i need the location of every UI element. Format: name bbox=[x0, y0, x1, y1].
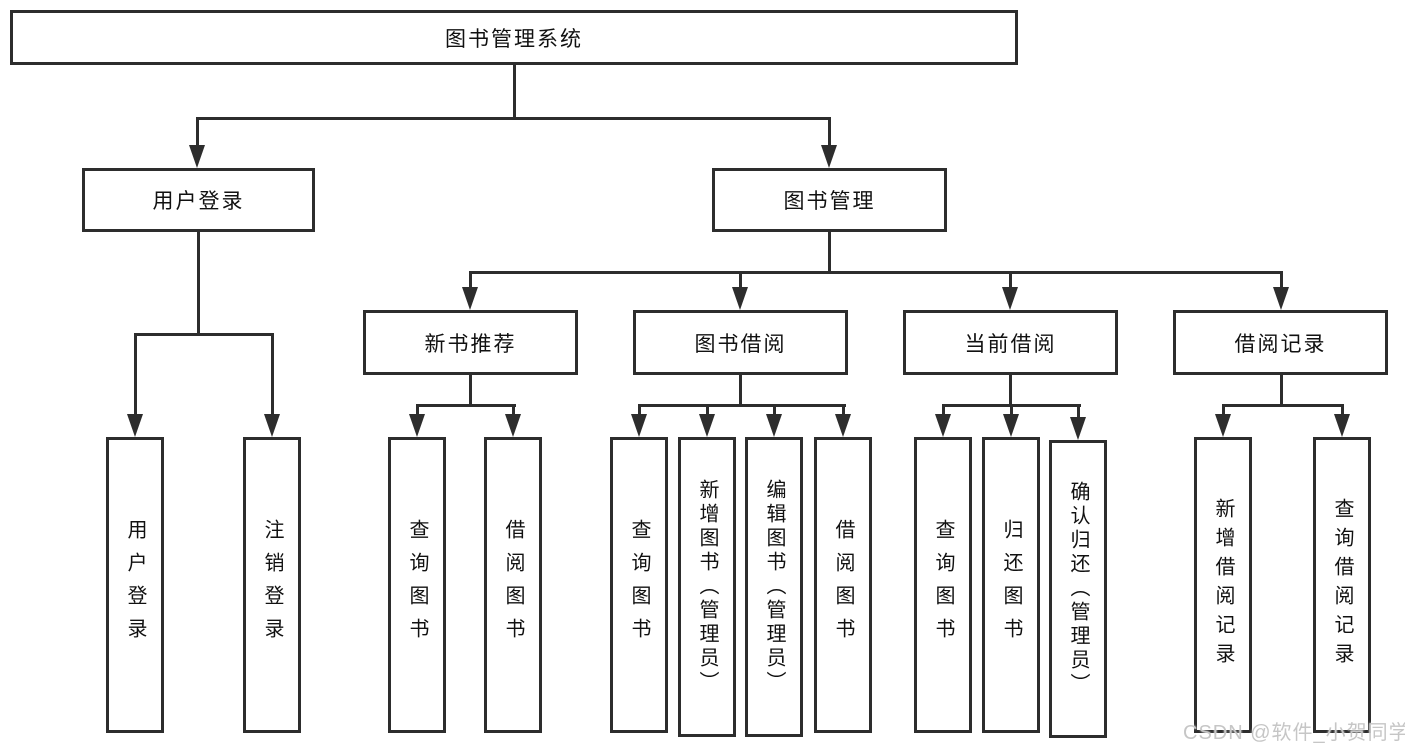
leaf-user-login: 用户登录 bbox=[106, 437, 164, 733]
arrow-down-icon bbox=[189, 145, 205, 168]
arrow-down-icon bbox=[821, 145, 837, 168]
csdn-watermark: CSDN @软件_小贺同学 bbox=[1183, 722, 1405, 744]
leaf-query-book: 查询图书 bbox=[610, 437, 668, 733]
arrow-down-icon bbox=[732, 287, 748, 310]
arrow-down-icon bbox=[1070, 417, 1086, 440]
connector-line bbox=[1280, 375, 1283, 407]
arrow-down-icon bbox=[1334, 414, 1350, 437]
node-borrow-record: 借阅记录 bbox=[1173, 310, 1388, 375]
arrow-down-icon bbox=[264, 414, 280, 437]
connector-line bbox=[773, 404, 776, 416]
arrow-down-icon bbox=[1003, 414, 1019, 437]
connector-line bbox=[416, 404, 516, 407]
leaf-query-book: 查询图书 bbox=[388, 437, 446, 733]
connector-line bbox=[513, 65, 516, 118]
arrow-down-icon bbox=[127, 414, 143, 437]
root-node-library-system: 图书管理系统 bbox=[10, 10, 1018, 65]
arrow-down-icon bbox=[835, 414, 851, 437]
connector-line bbox=[1077, 404, 1080, 418]
node-label: 图书管理 bbox=[783, 190, 876, 213]
connector-line bbox=[1009, 271, 1012, 289]
connector-line bbox=[271, 333, 274, 416]
connector-line bbox=[1222, 404, 1225, 416]
arrow-down-icon bbox=[409, 414, 425, 437]
node-new-book-recommend: 新书推荐 bbox=[363, 310, 578, 375]
leaf-borrow-book: 借阅图书 bbox=[814, 437, 872, 733]
leaf-query-borrow-record: 查询借阅记录 bbox=[1313, 437, 1371, 733]
connector-line bbox=[706, 404, 709, 416]
leaf-add-borrow-record: 新增借阅记录 bbox=[1194, 437, 1252, 733]
node-label: 借阅记录 bbox=[1234, 332, 1327, 356]
leaf-add-book-admin: 新增图书（管理员） bbox=[678, 437, 736, 737]
node-label: 当前借阅 bbox=[964, 332, 1057, 356]
leaf-borrow-book: 借阅图书 bbox=[484, 437, 542, 733]
connector-line bbox=[134, 333, 137, 416]
arrow-down-icon bbox=[1215, 414, 1231, 437]
connector-line bbox=[512, 404, 515, 416]
connector-line bbox=[638, 404, 846, 407]
connector-line bbox=[469, 375, 472, 407]
connector-line bbox=[638, 404, 641, 416]
connector-line bbox=[1009, 375, 1012, 407]
node-label: 图书借阅 bbox=[694, 332, 787, 356]
leaf-edit-book-admin: 编辑图书（管理员） bbox=[745, 437, 803, 737]
node-label: 用户登录 bbox=[152, 190, 245, 213]
connector-line bbox=[196, 117, 199, 147]
connector-line bbox=[739, 375, 742, 407]
leaf-confirm-return-admin: 确认归还（管理员） bbox=[1049, 440, 1107, 738]
connector-line bbox=[196, 117, 831, 120]
leaf-query-book: 查询图书 bbox=[914, 437, 972, 733]
node-user-login: 用户登录 bbox=[82, 168, 315, 232]
connector-line bbox=[416, 404, 419, 416]
arrow-down-icon bbox=[1002, 287, 1018, 310]
connector-line bbox=[1280, 271, 1283, 289]
connector-line bbox=[469, 271, 1283, 274]
connector-line bbox=[828, 232, 831, 273]
node-book-management: 图书管理 bbox=[712, 168, 947, 232]
connector-line bbox=[1341, 404, 1344, 416]
arrow-down-icon bbox=[631, 414, 647, 437]
arrow-down-icon bbox=[699, 414, 715, 437]
leaf-logout: 注销登录 bbox=[243, 437, 301, 733]
connector-line bbox=[828, 117, 831, 147]
node-book-borrow: 图书借阅 bbox=[633, 310, 848, 375]
connector-line bbox=[197, 232, 200, 335]
connector-line bbox=[739, 271, 742, 289]
arrow-down-icon bbox=[462, 287, 478, 310]
leaf-return-book: 归还图书 bbox=[982, 437, 1040, 733]
arrow-down-icon bbox=[935, 414, 951, 437]
arrow-down-icon bbox=[766, 414, 782, 437]
connector-line bbox=[134, 333, 274, 336]
arrow-down-icon bbox=[1273, 287, 1289, 310]
connector-line bbox=[1010, 404, 1013, 416]
connector-line bbox=[469, 271, 472, 289]
connector-line bbox=[942, 404, 945, 416]
root-node-label: 图书管理系统 bbox=[445, 27, 583, 51]
node-label: 新书推荐 bbox=[424, 332, 517, 356]
connector-line bbox=[1222, 404, 1344, 407]
connector-line bbox=[842, 404, 845, 416]
node-current-borrow: 当前借阅 bbox=[903, 310, 1118, 375]
arrow-down-icon bbox=[505, 414, 521, 437]
